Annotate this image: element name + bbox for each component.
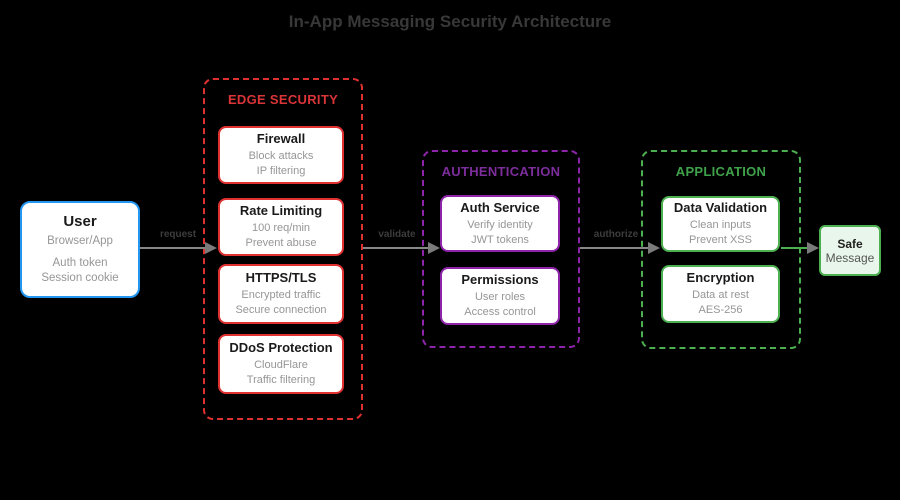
cluster-authentication: AUTHENTICATION — [422, 150, 580, 348]
node-encryption: Encryption Data at rest AES-256 — [661, 265, 780, 323]
node-safe-message: Safe Message — [819, 225, 881, 276]
node-encryption-line: AES-256 — [698, 304, 743, 316]
node-permissions-title: Permissions — [461, 272, 539, 288]
node-safe-message-title: Safe — [837, 236, 863, 251]
cluster-authentication-heading: AUTHENTICATION — [441, 164, 561, 179]
diagram-title: In-App Messaging Security Architecture — [288, 12, 612, 31]
node-https-tls-title: HTTPS/TLS — [245, 270, 317, 286]
arrowhead-icon — [648, 242, 660, 254]
node-firewall-title: Firewall — [256, 131, 306, 147]
arrow-line-authorize — [580, 247, 649, 249]
node-ddos-protection-line: Traffic filtering — [246, 374, 316, 386]
node-user-subtitle: Browser/App — [47, 234, 113, 247]
arrow-label-request: request — [159, 229, 197, 240]
node-data-validation: Data Validation Clean inputs Prevent XSS — [661, 196, 780, 252]
cluster-application-heading: APPLICATION — [675, 164, 767, 179]
node-https-tls-line: Encrypted traffic — [241, 289, 321, 302]
node-permissions-line: Access control — [464, 306, 536, 318]
node-rate-limiting: Rate Limiting 100 req/min Prevent abuse — [218, 198, 344, 256]
node-auth-service-line: JWT tokens — [471, 233, 529, 246]
node-ddos-protection: DDoS Protection CloudFlare Traffic filte… — [218, 334, 344, 394]
cluster-application: APPLICATION — [641, 150, 801, 349]
node-firewall-line: IP filtering — [256, 165, 306, 177]
node-data-validation-title: Data Validation — [673, 200, 768, 216]
node-data-validation-line: Prevent XSS — [689, 234, 752, 246]
arrow-label-validate: validate — [378, 229, 416, 240]
node-user-line: Session cookie — [41, 272, 119, 285]
node-ddos-protection-line: CloudFlare — [254, 359, 308, 372]
node-encryption-line: Data at rest — [692, 289, 749, 302]
node-permissions-line: User roles — [474, 291, 526, 304]
node-auth-service-title: Auth Service — [460, 199, 540, 215]
node-user-title: User — [63, 212, 97, 230]
node-rate-limiting-title: Rate Limiting — [239, 203, 323, 219]
arrowhead-icon — [428, 242, 440, 254]
arrow-line-validate — [363, 247, 429, 249]
node-encryption-title: Encryption — [686, 270, 755, 286]
arrow-line-safe-message — [781, 247, 808, 249]
node-https-tls-line: Secure connection — [235, 304, 327, 316]
node-ddos-protection-title: DDoS Protection — [229, 340, 333, 356]
node-rate-limiting-line: 100 req/min — [251, 222, 311, 235]
node-firewall-line: Block attacks — [248, 150, 314, 163]
arrowhead-icon — [807, 242, 819, 254]
node-rate-limiting-line: Prevent abuse — [245, 237, 317, 249]
node-safe-message-line: Message — [825, 250, 875, 265]
node-auth-service-line: Verify identity — [467, 218, 533, 231]
arrowhead-icon — [205, 242, 217, 254]
node-auth-service: Auth Service Verify identity JWT tokens — [440, 195, 560, 252]
cluster-edge-security-heading: EDGE SECURITY — [227, 92, 339, 107]
node-user-line: Auth token — [52, 256, 108, 269]
node-user: User Browser/App Auth token Session cook… — [20, 201, 140, 298]
node-permissions: Permissions User roles Access control — [440, 267, 560, 325]
node-https-tls: HTTPS/TLS Encrypted traffic Secure conne… — [218, 264, 344, 324]
cluster-edge-security: EDGE SECURITY — [203, 78, 363, 420]
node-data-validation-line: Clean inputs — [689, 219, 752, 232]
arrow-line-request — [140, 247, 206, 249]
node-firewall: Firewall Block attacks IP filtering — [218, 126, 344, 184]
arrow-label-authorize: authorize — [593, 229, 639, 240]
